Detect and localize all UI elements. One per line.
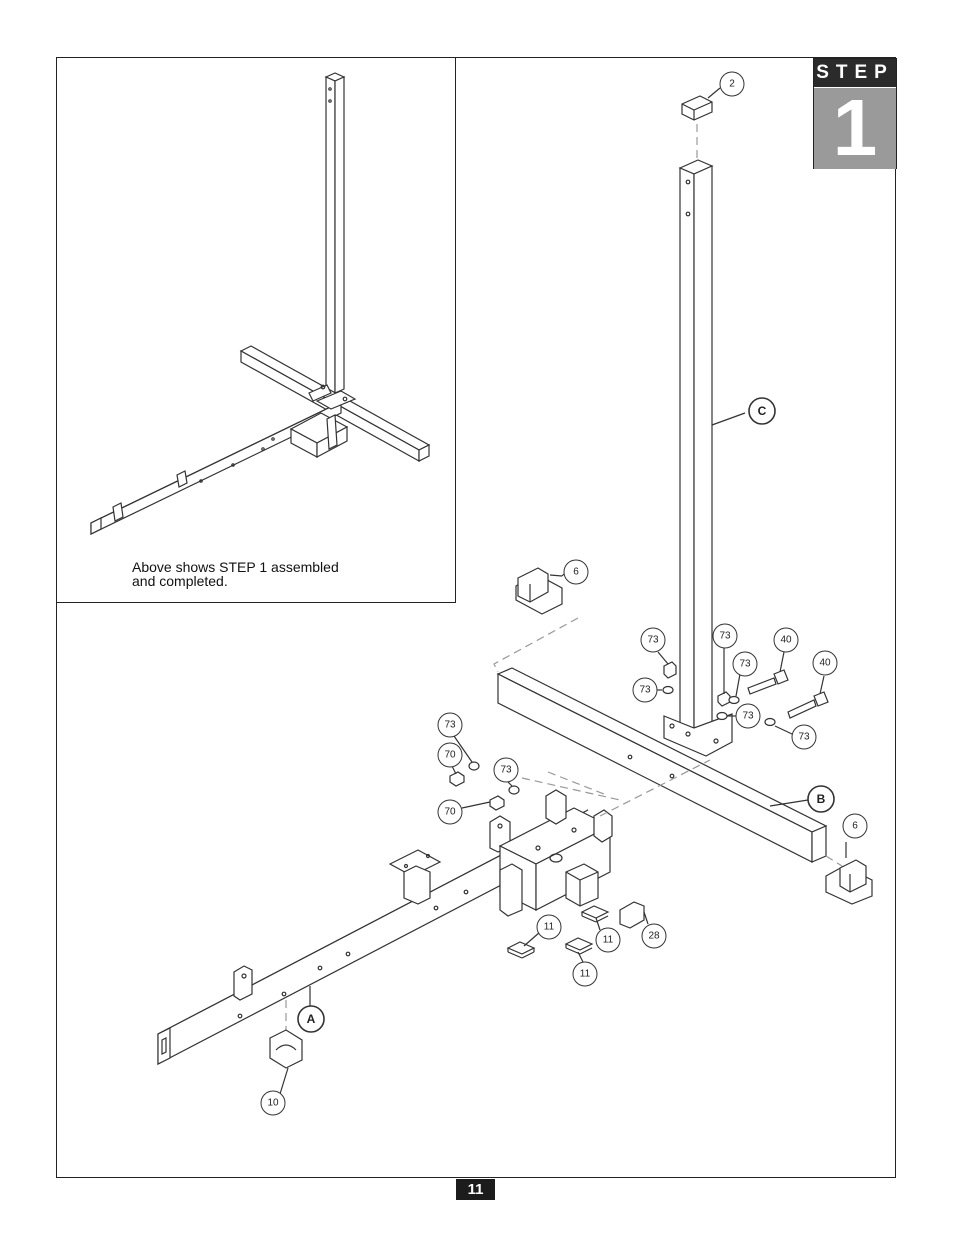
callout-6-left: 6 [561, 559, 589, 585]
callout-40-b: 40 [812, 650, 838, 695]
svg-text:B: B [817, 792, 826, 806]
bolts-part-40 [747, 669, 829, 719]
end-cap-part-6-left [493, 567, 579, 673]
svg-text:73: 73 [444, 720, 456, 731]
callout-c: C [748, 397, 776, 425]
callout-73-a: 73 [640, 627, 669, 665]
callout-b: B [807, 785, 835, 813]
svg-text:A: A [307, 1012, 316, 1026]
callout-11-a: 11 [523, 914, 562, 947]
bumper-part-10 [269, 1029, 303, 1095]
end-cap-part-6-right [825, 842, 873, 905]
callout-28: 28 [641, 923, 667, 949]
main-rail-a [157, 759, 711, 1065]
callout-73-f: 73 [774, 724, 817, 750]
crossbar-b [496, 667, 843, 867]
svg-text:73: 73 [719, 631, 731, 642]
callout-11-b: 11 [595, 917, 621, 953]
inset-caption: Above shows STEP 1 assembled and complet… [132, 560, 392, 588]
callout-73-h: 73 [493, 757, 519, 787]
callout-10: 10 [260, 1090, 286, 1116]
callout-73-b: 73 [632, 677, 662, 703]
svg-text:6: 6 [573, 567, 579, 578]
callout-40-a: 40 [773, 627, 799, 673]
svg-text:11: 11 [544, 922, 555, 933]
callout-2: 2 [719, 71, 745, 97]
callout-70-a: 70 [437, 742, 463, 775]
end-cap-part-28 [619, 901, 649, 929]
callout-73-g: 73 [437, 712, 473, 763]
callout-73-d: 73 [732, 651, 758, 697]
upright-c [663, 159, 746, 757]
svg-text:73: 73 [742, 711, 754, 722]
step-label: STEP [814, 59, 896, 87]
callout-73-e: 73 [727, 703, 761, 729]
inset-caption-line-2: and completed. [132, 573, 228, 589]
svg-text:6: 6 [852, 821, 858, 832]
callout-6-right: 6 [842, 813, 868, 839]
svg-text:10: 10 [267, 1098, 279, 1109]
svg-text:70: 70 [444, 750, 456, 761]
svg-text:11: 11 [580, 969, 591, 980]
page-number: 11 [456, 1179, 495, 1200]
svg-text:40: 40 [780, 635, 792, 646]
svg-text:73: 73 [500, 765, 512, 776]
callout-11-c: 11 [572, 951, 598, 987]
assembled-view-inset [56, 57, 456, 603]
svg-text:40: 40 [819, 658, 831, 669]
end-cap-part-2 [681, 87, 721, 158]
callout-73-c: 73 [712, 623, 738, 694]
inset-caption-line-1: Above shows STEP 1 assembled [132, 559, 339, 575]
assembled-view-drawing [90, 72, 431, 535]
step-number: 1 [814, 88, 896, 169]
svg-text:2: 2 [729, 79, 735, 90]
svg-text:73: 73 [798, 732, 810, 743]
callout-70-b: 70 [437, 799, 491, 825]
callout-a: A [297, 1005, 325, 1033]
pads-part-11 [506, 905, 610, 959]
hardware-73-70 [449, 661, 776, 811]
svg-text:C: C [758, 404, 767, 418]
page-frame [56, 57, 896, 1178]
svg-text:73: 73 [647, 635, 659, 646]
svg-text:11: 11 [603, 935, 614, 946]
svg-text:73: 73 [739, 659, 751, 670]
step-badge: STEP 1 [813, 58, 897, 169]
svg-text:73: 73 [639, 685, 651, 696]
svg-text:28: 28 [648, 931, 660, 942]
svg-text:70: 70 [444, 807, 456, 818]
